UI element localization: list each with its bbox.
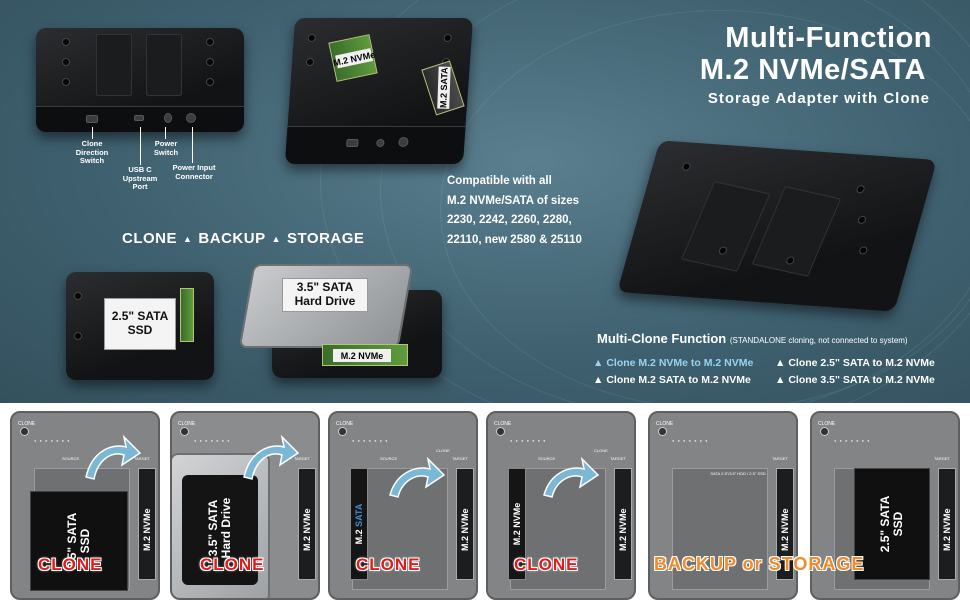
mode-panel-ssd-clone: CLONE ● ● ● ● ● ● ● SOURCE CLONE TARGET … bbox=[10, 411, 160, 600]
device-top-view bbox=[36, 28, 244, 132]
mode-panel-backup: CLONE ● ● ● ● ● ● ● TARGET SATA 2.5"/3.5… bbox=[648, 411, 798, 600]
mode-panel-nvme-clone: CLONE ● ● ● ● ● ● ● SOURCE CLONE TARGET … bbox=[486, 411, 636, 600]
m2-nvme-source: M.2 NVMe bbox=[508, 468, 526, 580]
clone-arrow-icon bbox=[389, 456, 446, 498]
clone-arrow-icon bbox=[85, 434, 142, 480]
tagline: CLONE ▲ BACKUP ▲ STORAGE bbox=[122, 230, 364, 247]
tagline-backup: BACKUP bbox=[198, 230, 266, 247]
compatibility-text: Compatible with all M.2 NVMe/SATA of siz… bbox=[447, 175, 582, 246]
triangle-icon: ▲ bbox=[271, 233, 282, 244]
m2-nvme-stick-bottom: M.2 NVMe bbox=[322, 344, 408, 366]
mode-panels: CLONE ● ● ● ● ● ● ● SOURCE CLONE TARGET … bbox=[0, 403, 970, 600]
m2-nvme-stick: M.2 NVMe bbox=[328, 34, 378, 82]
multi-clone-title: Multi-Clone Function (STANDALONE cloning… bbox=[597, 331, 908, 346]
clone-arrow-icon bbox=[243, 434, 300, 480]
multi-clone-item: ▲ Clone M.2 SATA to M.2 NVMe bbox=[593, 374, 751, 386]
background-swirl bbox=[380, 0, 970, 403]
background-swirl bbox=[320, 0, 970, 403]
mode-label-clone: CLONE bbox=[514, 555, 579, 574]
mode-panel-sata-clone: CLONE ● ● ● ● ● ● ● SOURCE CLONE TARGET … bbox=[328, 411, 478, 600]
device-hero-view bbox=[617, 140, 937, 312]
multi-clone-item: ▲ Clone M.2 NVMe to M.2 NVMe bbox=[593, 357, 754, 369]
background-swirl bbox=[440, 10, 970, 403]
mode-label-backup-storage: BACKUP or STORAGE bbox=[654, 554, 865, 574]
headline-line1: Multi-Function bbox=[725, 22, 932, 54]
multi-clone-item: ▲ Clone 2.5" SATA to M.2 NVMe bbox=[775, 357, 935, 369]
mode-label-clone: CLONE bbox=[356, 555, 421, 574]
mode-label-clone: CLONE bbox=[38, 555, 103, 574]
multi-clone-item: ▲ Clone 3.5" SATA to M.2 NVMe bbox=[775, 374, 935, 386]
headline-line2: M.2 NVMe/SATA bbox=[699, 54, 926, 86]
m2-stick-small bbox=[180, 288, 194, 342]
clone-arrow-icon bbox=[543, 456, 600, 498]
mode-panel-hdd-clone: CLONE ● ● ● ● ● ● ● TARGET M.2 NVMe 3.5"… bbox=[170, 411, 320, 600]
tagline-clone: CLONE bbox=[122, 230, 177, 247]
triangle-icon: ▲ bbox=[183, 233, 193, 244]
tagline-storage: STORAGE bbox=[287, 230, 365, 247]
mode-label-clone: CLONE bbox=[200, 555, 265, 574]
headline-line3: Storage Adapter with Clone bbox=[707, 90, 930, 107]
m2-sata-source: M.2 SATA bbox=[350, 468, 368, 580]
